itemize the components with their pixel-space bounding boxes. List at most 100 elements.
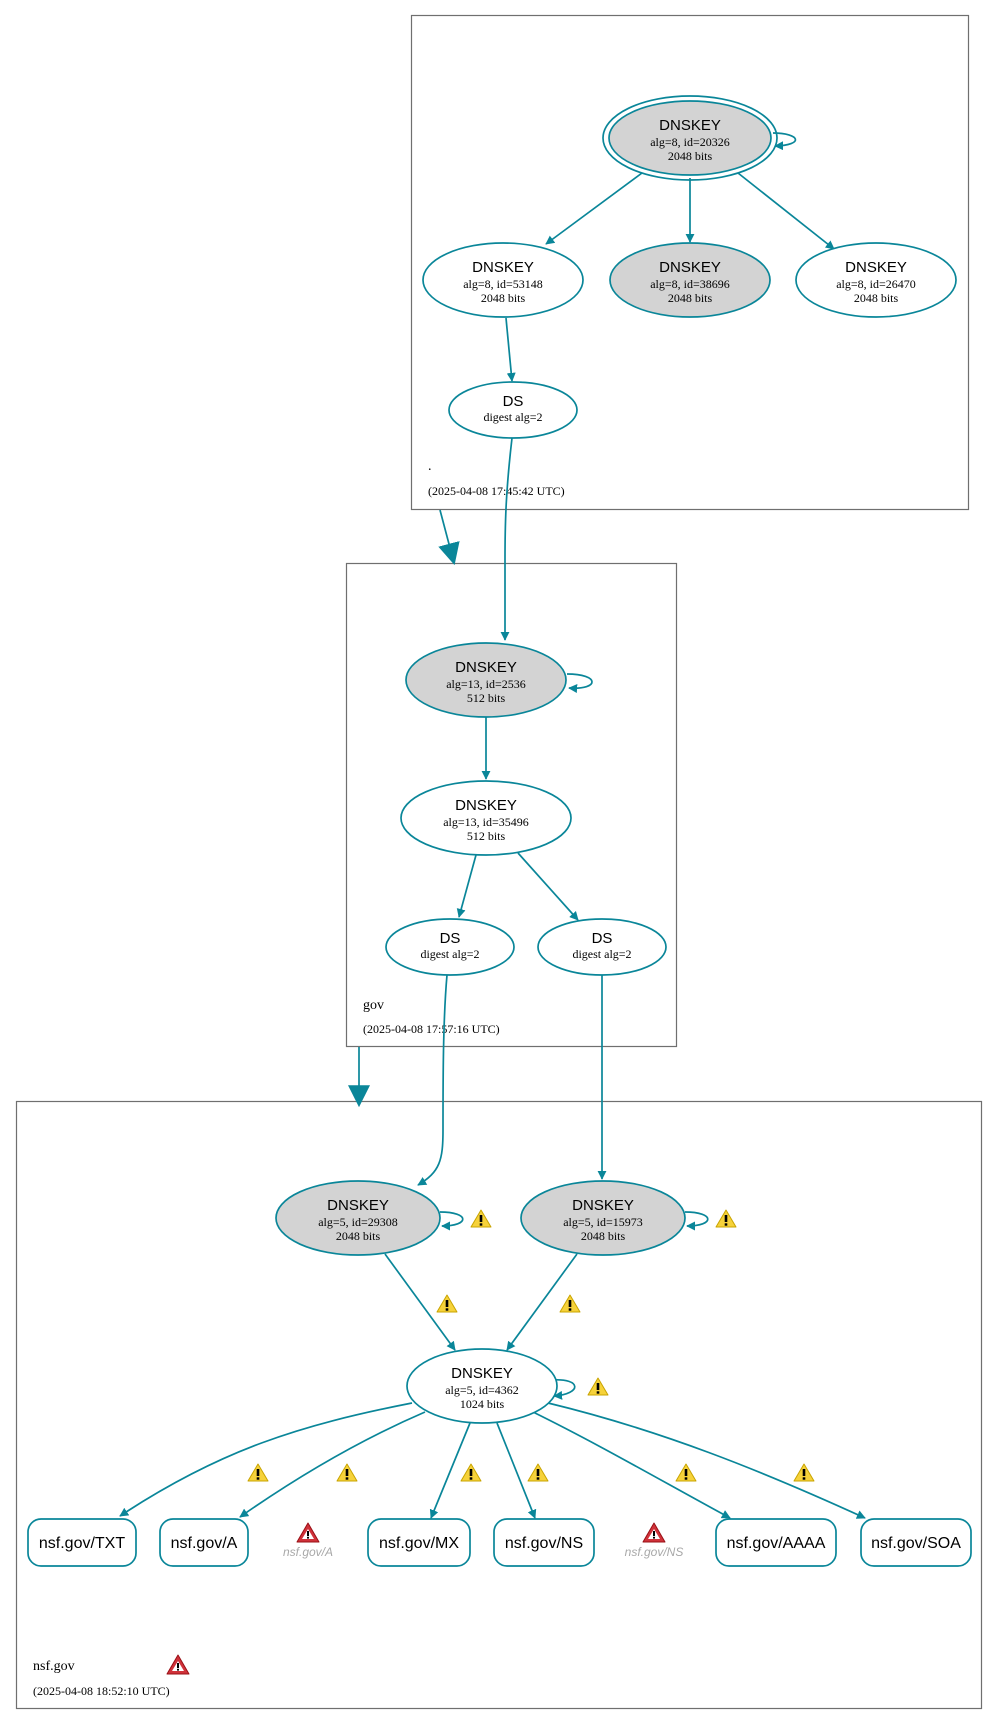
node-type: DNSKEY bbox=[472, 259, 534, 276]
edge-gov-ksk-self bbox=[566, 673, 593, 694]
rrset-label: nsf.gov/AAAA bbox=[727, 1535, 826, 1552]
node-size: 512 bits bbox=[467, 691, 506, 705]
node-gov-ds1[interactable]: DS digest alg=2 bbox=[385, 918, 515, 976]
edge-4362-to-ns bbox=[496, 1422, 537, 1519]
rrset-txt[interactable]: nsf.gov/TXT bbox=[27, 1518, 137, 1567]
warning-icon[interactable] bbox=[460, 1463, 482, 1482]
node-info: alg=8, id=53148 bbox=[463, 277, 543, 291]
edge-nsf-15973-self bbox=[684, 1211, 709, 1231]
node-size: 1024 bits bbox=[460, 1397, 505, 1411]
zone-root-timestamp: (2025-04-08 17:45:42 UTC) bbox=[428, 484, 565, 498]
node-info: alg=5, id=4362 bbox=[445, 1383, 519, 1397]
ghost-rrset-ns[interactable]: nsf.gov/NS bbox=[625, 1522, 684, 1559]
node-type: DNSKEY bbox=[455, 659, 517, 676]
edge-4362-to-txt bbox=[119, 1402, 413, 1517]
zone-nsf-name: nsf.gov bbox=[33, 1659, 75, 1674]
zone-root-box bbox=[410, 14, 970, 511]
zone-root-name: . bbox=[428, 459, 432, 474]
ghost-rrset-label: nsf.gov/NS bbox=[625, 1545, 684, 1559]
warning-icon[interactable] bbox=[559, 1294, 581, 1313]
node-size: 2048 bits bbox=[336, 1229, 381, 1243]
zone-nsf-error-icon[interactable] bbox=[166, 1654, 190, 1675]
node-size: 2048 bits bbox=[581, 1229, 626, 1243]
node-type: DS bbox=[592, 930, 613, 947]
warning-icon[interactable] bbox=[470, 1209, 492, 1228]
error-icon bbox=[642, 1522, 666, 1543]
node-type: DNSKEY bbox=[659, 117, 721, 134]
edge-53148-to-ds bbox=[505, 317, 516, 382]
edge-4362-to-aaaa bbox=[532, 1411, 731, 1519]
node-root-53148[interactable]: DNSKEY alg=8, id=53148 2048 bits bbox=[422, 242, 584, 318]
edge-nsf-29308-to-4362 bbox=[384, 1253, 456, 1351]
warning-icon[interactable] bbox=[793, 1463, 815, 1482]
node-info: alg=8, id=38696 bbox=[650, 277, 730, 291]
rrset-soa[interactable]: nsf.gov/SOA bbox=[860, 1518, 972, 1567]
rrset-label: nsf.gov/MX bbox=[379, 1535, 459, 1552]
ghost-rrset-a[interactable]: nsf.gov/A bbox=[283, 1522, 333, 1559]
zone-gov-name: gov bbox=[363, 998, 384, 1013]
node-info: digest alg=2 bbox=[420, 947, 479, 961]
node-root-ksk[interactable]: DNSKEY alg=8, id=20326 2048 bits bbox=[602, 95, 778, 181]
node-type: DS bbox=[503, 393, 524, 410]
warning-icon[interactable] bbox=[715, 1209, 737, 1228]
warning-icon[interactable] bbox=[436, 1294, 458, 1313]
node-type: DNSKEY bbox=[845, 259, 907, 276]
node-size: 2048 bits bbox=[854, 291, 899, 305]
edge-gov-ds1-to-nsf-29308 bbox=[417, 974, 448, 1186]
node-type: DNSKEY bbox=[451, 1365, 513, 1382]
node-info: digest alg=2 bbox=[572, 947, 631, 961]
zone-nsf-timestamp: (2025-04-08 18:52:10 UTC) bbox=[33, 1684, 170, 1698]
node-gov-ds2[interactable]: DS digest alg=2 bbox=[537, 918, 667, 976]
node-root-26470[interactable]: DNSKEY alg=8, id=26470 2048 bits bbox=[795, 242, 957, 318]
node-size: 2048 bits bbox=[668, 291, 713, 305]
node-info: alg=8, id=26470 bbox=[836, 277, 916, 291]
rrset-aaaa[interactable]: nsf.gov/AAAA bbox=[715, 1518, 837, 1567]
rrset-label: nsf.gov/NS bbox=[505, 1535, 583, 1552]
node-nsf-29308[interactable]: DNSKEY alg=5, id=29308 2048 bits bbox=[275, 1180, 441, 1256]
zone-gov-timestamp: (2025-04-08 17:57:16 UTC) bbox=[363, 1022, 500, 1036]
node-gov-zsk[interactable]: DNSKEY alg=13, id=35496 512 bits bbox=[400, 780, 572, 856]
rrset-label: nsf.gov/TXT bbox=[39, 1535, 125, 1552]
warning-icon[interactable] bbox=[587, 1377, 609, 1396]
error-icon bbox=[296, 1522, 320, 1543]
edge-4362-to-soa bbox=[547, 1402, 866, 1519]
node-size: 2048 bits bbox=[481, 291, 526, 305]
node-type: DNSKEY bbox=[659, 259, 721, 276]
node-root-38696[interactable]: DNSKEY alg=8, id=38696 2048 bits bbox=[609, 242, 771, 318]
warning-icon[interactable] bbox=[675, 1463, 697, 1482]
node-info: alg=5, id=29308 bbox=[318, 1215, 398, 1229]
delegation-root-gov-arrow bbox=[438, 509, 460, 566]
edge-gov-zsk-to-ds1 bbox=[456, 854, 477, 918]
zone-nsf-box bbox=[15, 1100, 983, 1710]
rrset-mx[interactable]: nsf.gov/MX bbox=[367, 1518, 471, 1567]
warning-icon[interactable] bbox=[527, 1463, 549, 1482]
node-nsf-15973[interactable]: DNSKEY alg=5, id=15973 2048 bits bbox=[520, 1180, 686, 1256]
node-root-ds[interactable]: DS digest alg=2 bbox=[448, 381, 578, 439]
edge-4362-to-a bbox=[239, 1411, 426, 1518]
node-nsf-4362[interactable]: DNSKEY alg=5, id=4362 1024 bits bbox=[406, 1348, 558, 1424]
ghost-rrset-label: nsf.gov/A bbox=[283, 1545, 333, 1559]
node-size: 512 bits bbox=[467, 829, 506, 843]
zone-gov-box bbox=[345, 562, 678, 1048]
node-info: alg=13, id=2536 bbox=[446, 677, 526, 691]
rrset-a[interactable]: nsf.gov/A bbox=[159, 1518, 249, 1567]
rrset-label: nsf.gov/SOA bbox=[871, 1535, 961, 1552]
rrset-label: nsf.gov/A bbox=[171, 1535, 238, 1552]
node-type: DNSKEY bbox=[455, 797, 517, 814]
node-size: 2048 bits bbox=[668, 149, 713, 163]
rrset-ns[interactable]: nsf.gov/NS bbox=[493, 1518, 595, 1567]
warning-icon[interactable] bbox=[336, 1463, 358, 1482]
node-info: alg=5, id=15973 bbox=[563, 1215, 643, 1229]
edge-4362-to-mx bbox=[429, 1422, 471, 1519]
edge-root-ds-to-gov-ksk bbox=[500, 437, 513, 641]
edge-nsf-15973-to-4362 bbox=[506, 1253, 578, 1351]
node-info: alg=13, id=35496 bbox=[443, 815, 529, 829]
node-gov-ksk[interactable]: DNSKEY alg=13, id=2536 512 bits bbox=[405, 642, 567, 718]
warning-icon[interactable] bbox=[247, 1463, 269, 1482]
edge-nsf-29308-self bbox=[439, 1211, 464, 1231]
edge-root-ksk-self bbox=[772, 132, 797, 151]
node-type: DS bbox=[440, 930, 461, 947]
node-type: DNSKEY bbox=[327, 1197, 389, 1214]
node-info: digest alg=2 bbox=[483, 410, 542, 424]
